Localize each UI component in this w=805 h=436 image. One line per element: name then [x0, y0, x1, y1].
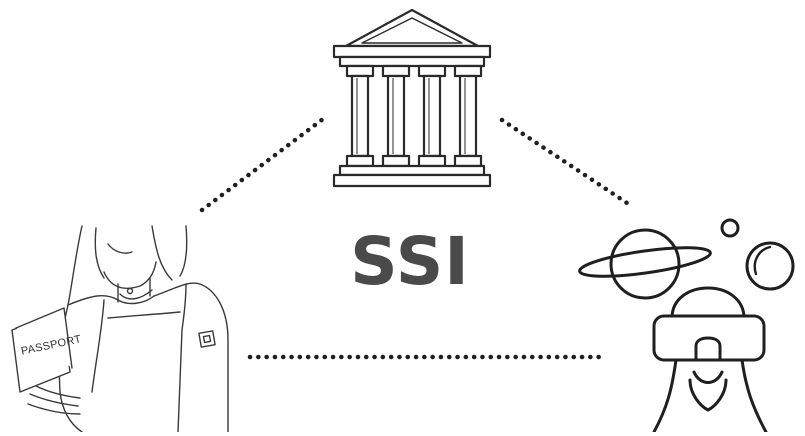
building-columns	[345, 64, 483, 168]
metaverse-vr-user-icon	[578, 218, 795, 434]
government-building-icon	[332, 8, 492, 188]
connection-lines	[199, 113, 633, 360]
connection-holder-issuer	[199, 113, 330, 213]
passport-booklet	[11, 307, 73, 393]
connection-issuer-verifier	[499, 117, 633, 208]
person-with-passport-icon	[11, 225, 229, 433]
small-orb-icon	[720, 218, 740, 238]
moon-icon	[745, 241, 795, 291]
center-label-ssi: SSI	[350, 223, 470, 300]
planet-icon	[578, 228, 712, 300]
vr-user-head	[670, 286, 746, 320]
